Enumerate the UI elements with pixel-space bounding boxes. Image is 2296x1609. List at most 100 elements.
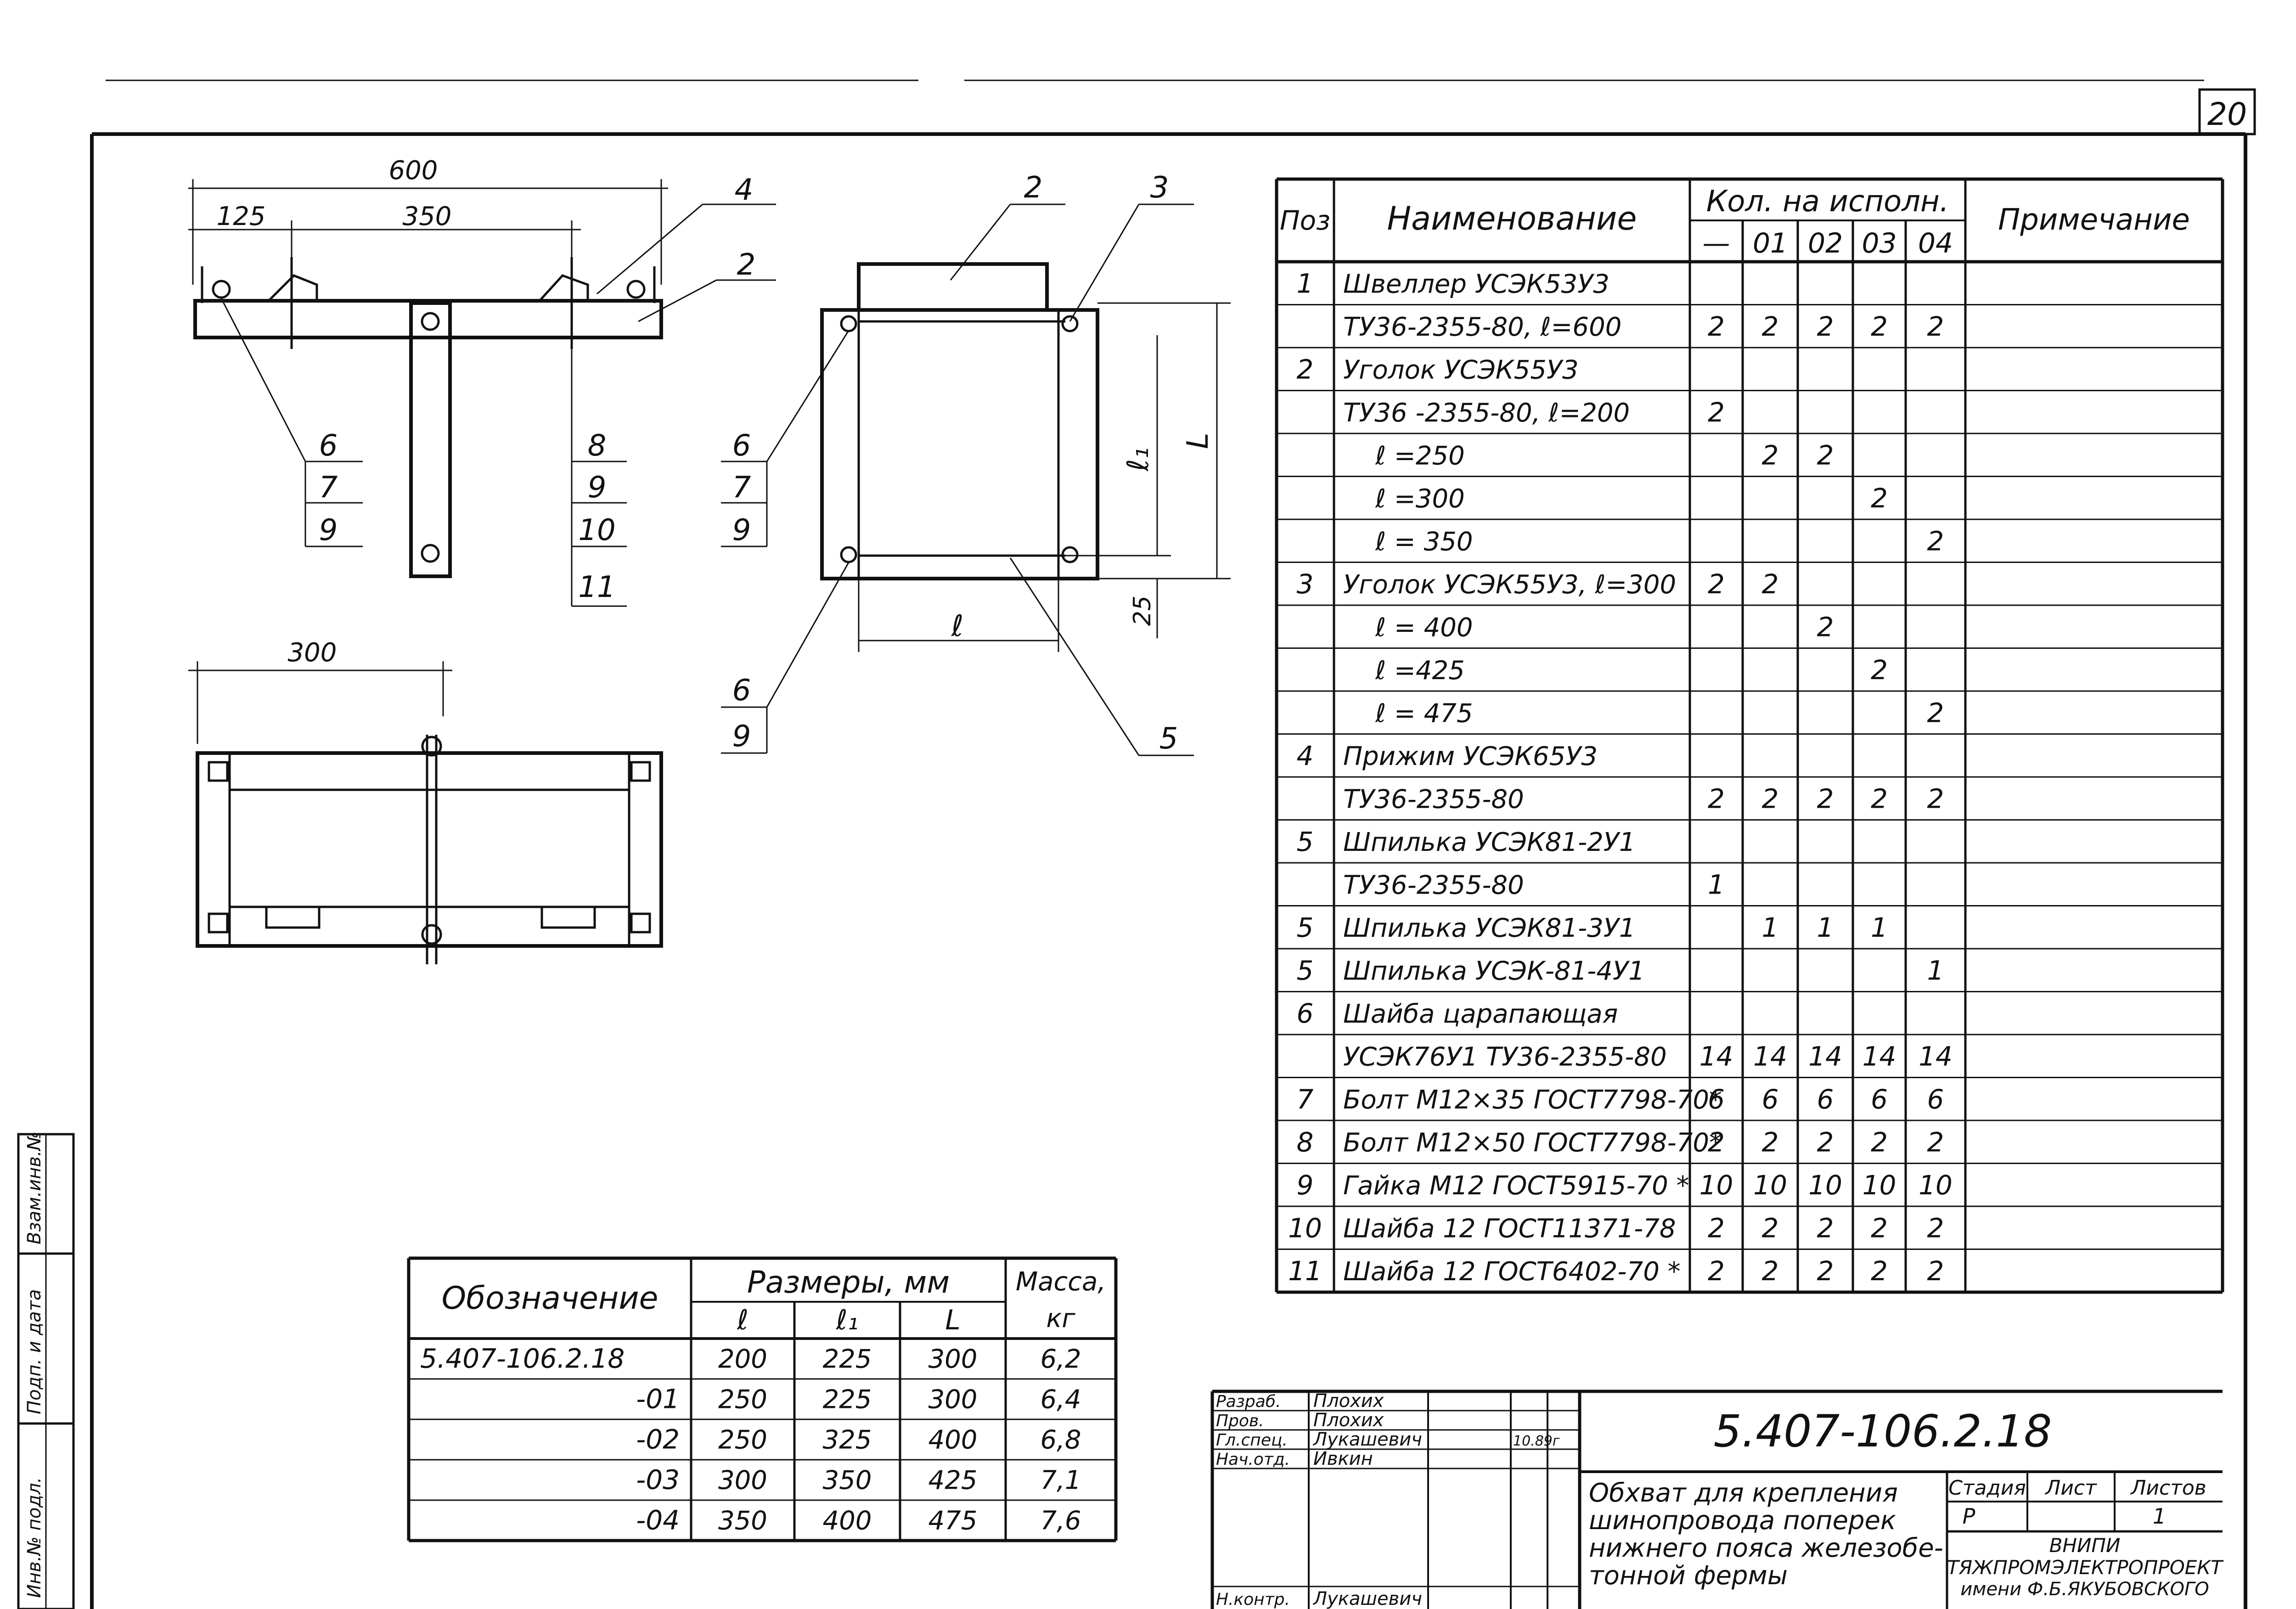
spec-row-name: ТУ36-2355-80 bbox=[1343, 870, 1524, 900]
spec-row-name: Уголок УСЭК55У3, ℓ=300 bbox=[1343, 570, 1676, 600]
dims-row-l: 350 bbox=[718, 1506, 767, 1536]
person-name: Ивкин bbox=[1313, 1448, 1373, 1469]
spec-row-qty: 2 bbox=[1817, 611, 1834, 642]
spec-row-qty: 2 bbox=[1708, 397, 1725, 428]
spec-row-pos: 11 bbox=[1288, 1255, 1322, 1287]
sheets-label: Листов bbox=[2130, 1476, 2206, 1500]
spec-row-qty: 2 bbox=[1762, 568, 1779, 600]
dims-header-mass-unit: кг bbox=[1046, 1304, 1075, 1333]
dim-L: L bbox=[1181, 433, 1215, 449]
doc-number: 5.407-106.2.18 bbox=[1714, 1406, 2052, 1457]
callout-9-side-top: 9 bbox=[732, 513, 751, 547]
spec-row-qty: 2 bbox=[1871, 654, 1888, 686]
spec-row-qty: 2 bbox=[1871, 783, 1888, 814]
dims-header-l1: ℓ₁ bbox=[836, 1304, 859, 1336]
spec-row-qty: 2 bbox=[1762, 439, 1779, 471]
spec-row-name: Шпилька УСЭК-81-4У1 bbox=[1343, 956, 1645, 986]
sheet-frame: 20 bbox=[90, 79, 2256, 1609]
spec-row-name: ТУ36-2355-80 bbox=[1343, 784, 1524, 814]
spec-header-qty: Кол. на исполн. bbox=[1706, 185, 1949, 219]
callout-4: 4 bbox=[735, 173, 754, 207]
spec-row-pos: 2 bbox=[1297, 354, 1314, 385]
spec-row-name: Гайка М12 ГОСТ5915-70 * bbox=[1343, 1171, 1689, 1201]
spec-row-qty: 1 bbox=[1817, 912, 1834, 943]
spec-row-qty: 2 bbox=[1762, 1255, 1779, 1287]
spec-row-name: Шайба 12 ГОСТ11371-78 bbox=[1343, 1214, 1676, 1243]
dims-row-L: 425 bbox=[929, 1465, 978, 1495]
dims-row-mass: 6,8 bbox=[1040, 1425, 1081, 1455]
dims-row-l1: 350 bbox=[823, 1465, 872, 1495]
spec-row-qty: 14 bbox=[1753, 1041, 1787, 1072]
spec-row-qty: 6 bbox=[1927, 1084, 1944, 1115]
callout-7-left: 7 bbox=[319, 471, 338, 505]
callout-7-side-top: 7 bbox=[732, 471, 751, 505]
plan-view-drawing: 300 bbox=[188, 638, 663, 964]
callout-8-right: 8 bbox=[588, 429, 607, 463]
spec-row-name: ТУ36 -2355-80, ℓ=200 bbox=[1343, 398, 1630, 428]
dims-row-designation: 5.407-106.2.18 bbox=[420, 1343, 625, 1374]
side-view-drawing: ℓ ℓ₁ L 25 2 3 6 7 9 6 9 5 bbox=[721, 171, 1231, 756]
dims-row-L: 475 bbox=[929, 1506, 978, 1536]
spec-row-name: Болт М12×35 ГОСТ7798-70* bbox=[1343, 1085, 1722, 1115]
spec-row-name: Прижим УСЭК65У3 bbox=[1343, 742, 1598, 771]
dims-row-l1: 325 bbox=[823, 1425, 872, 1455]
dims-header-sizes: Размеры, мм bbox=[747, 1265, 950, 1300]
org-line: ТЯЖПРОМЭЛЕКТРОПРОЕКТ bbox=[1947, 1556, 2224, 1579]
spec-row-qty: 2 bbox=[1927, 1126, 1944, 1158]
callout-6-left: 6 bbox=[319, 429, 338, 463]
spec-header-variant: 04 bbox=[1918, 227, 1953, 259]
spec-row-qty: 10 bbox=[1699, 1170, 1733, 1201]
spec-row-qty: 1 bbox=[1871, 912, 1888, 943]
spec-row-qty: 2 bbox=[1927, 697, 1944, 728]
spec-row-qty: 6 bbox=[1762, 1084, 1779, 1115]
dims-row-l1: 225 bbox=[823, 1384, 872, 1414]
title-line: нижнего пояса железобе- bbox=[1589, 1533, 1943, 1563]
spec-row-qty: 14 bbox=[1808, 1041, 1842, 1072]
spec-row-name: Швеллер УСЭК53У3 bbox=[1343, 269, 1609, 299]
spec-row-name: Шпилька УСЭК81-3У1 bbox=[1343, 913, 1636, 943]
stage-label: Стадия bbox=[1948, 1476, 2026, 1500]
title-line: шинопровода поперек bbox=[1589, 1506, 1896, 1536]
spec-row-pos: 7 bbox=[1297, 1084, 1314, 1115]
spec-row-qty: 2 bbox=[1708, 568, 1725, 600]
spec-row-name: ТУ36-2355-80, ℓ=600 bbox=[1343, 312, 1621, 342]
person-name: Лукашевич bbox=[1312, 1429, 1422, 1450]
spec-row-qty: 6 bbox=[1708, 1084, 1725, 1115]
dims-row-designation: -04 bbox=[636, 1504, 680, 1536]
spec-header-variant: 03 bbox=[1862, 227, 1896, 259]
spec-row-qty: 2 bbox=[1708, 1212, 1725, 1243]
spec-row-pos: 4 bbox=[1297, 740, 1314, 771]
dims-row-l: 200 bbox=[718, 1344, 767, 1374]
dim-l: ℓ bbox=[951, 609, 963, 643]
callout-10-right: 10 bbox=[578, 513, 615, 547]
title-line: Обхват для крепления bbox=[1589, 1478, 1898, 1508]
spec-row-qty: 14 bbox=[1699, 1041, 1733, 1072]
spec-row-name: ℓ = 350 bbox=[1375, 527, 1473, 557]
callout-11-right: 11 bbox=[578, 570, 615, 604]
spec-row-pos: 3 bbox=[1297, 568, 1314, 600]
spec-row-qty: 2 bbox=[1817, 1126, 1834, 1158]
spec-row-qty: 14 bbox=[1863, 1041, 1896, 1072]
spec-row-qty: 2 bbox=[1927, 525, 1944, 557]
stamp-podp-data: Подп. и дата bbox=[24, 1289, 45, 1414]
role-label: Гл.спец. bbox=[1216, 1431, 1288, 1450]
person-name: Плохих bbox=[1313, 1410, 1384, 1431]
spec-row-qty: 2 bbox=[1871, 311, 1888, 342]
dims-row-mass: 7,1 bbox=[1040, 1465, 1081, 1495]
spec-row-qty: 2 bbox=[1871, 1255, 1888, 1287]
role-label: Нач.отд. bbox=[1216, 1450, 1290, 1469]
dims-row-l: 250 bbox=[718, 1425, 767, 1455]
spec-row-qty: 2 bbox=[1708, 1255, 1725, 1287]
role-label: Пров. bbox=[1216, 1412, 1264, 1430]
dim-300: 300 bbox=[288, 638, 337, 668]
callout-2-side: 2 bbox=[1024, 171, 1043, 205]
title-line: тонной фермы bbox=[1589, 1561, 1788, 1591]
dims-row-l1: 225 bbox=[823, 1344, 872, 1374]
person-name: Лукашевич bbox=[1312, 1588, 1422, 1609]
spec-row-name: ℓ =250 bbox=[1375, 441, 1465, 471]
spec-row-name: ℓ = 475 bbox=[1375, 698, 1473, 728]
